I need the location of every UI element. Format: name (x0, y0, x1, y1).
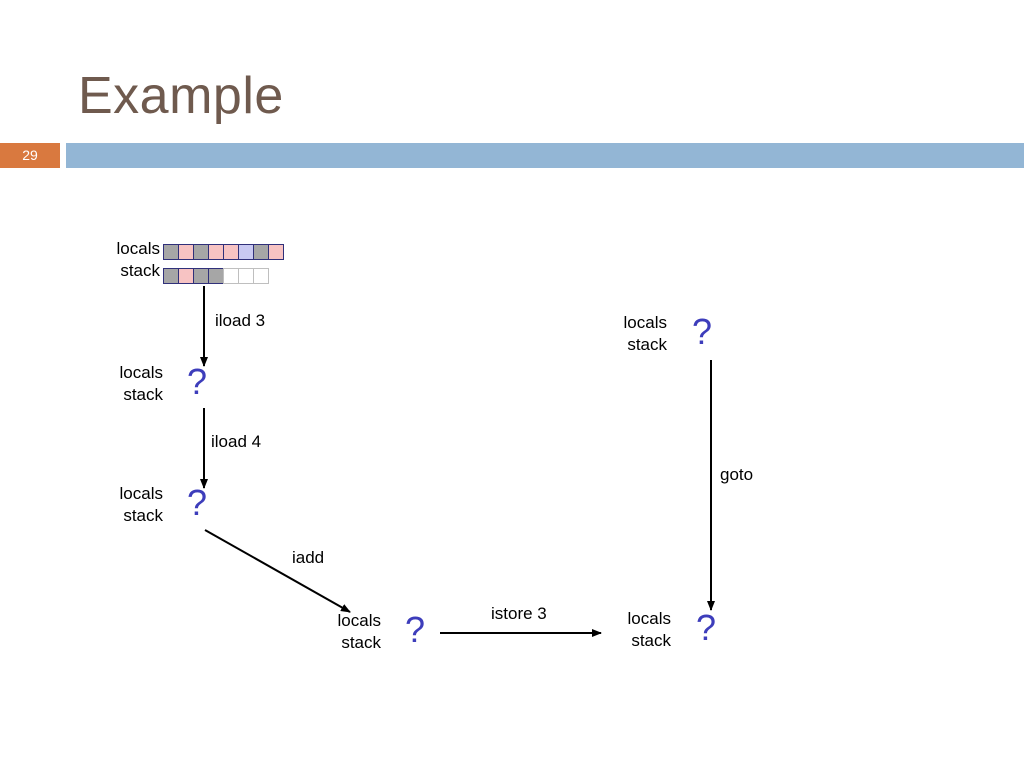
state6-unknown-mark: ? (692, 311, 713, 352)
initial-stack-cells (163, 268, 269, 284)
initial-locals-cells (163, 244, 284, 260)
slide-number: 29 (0, 143, 60, 168)
stack-cell (253, 268, 269, 284)
state4-unknown-mark: ? (405, 609, 426, 650)
instr-iadd: iadd (292, 548, 325, 567)
state4-locals-label: locals (337, 611, 381, 630)
state5-locals-label: locals (627, 609, 671, 628)
locals-cell (268, 244, 284, 260)
header-bar (66, 143, 1024, 168)
initial-stack-label: stack (120, 261, 160, 280)
instr-iload4: iload 4 (211, 432, 262, 451)
state2-unknown-mark: ? (187, 361, 208, 402)
instr-goto: goto (720, 465, 754, 484)
instr-istore3: istore 3 (491, 604, 547, 623)
slide-title: Example (78, 67, 284, 125)
state6-locals-label: locals (623, 313, 667, 332)
state5-stack-label: stack (631, 631, 671, 650)
state5-unknown-mark: ? (696, 607, 717, 648)
instr-iload3: iload 3 (215, 311, 266, 330)
state3-stack-label: stack (123, 506, 163, 525)
arrow-iadd (204, 529, 351, 613)
state4-stack-label: stack (341, 633, 381, 652)
state2-locals-label: locals (119, 363, 163, 382)
state3-unknown-mark: ? (187, 482, 208, 523)
state2-stack-label: stack (123, 385, 163, 404)
initial-locals-label: locals (116, 239, 160, 258)
state6-stack-label: stack (627, 335, 667, 354)
state3-locals-label: locals (119, 484, 163, 503)
